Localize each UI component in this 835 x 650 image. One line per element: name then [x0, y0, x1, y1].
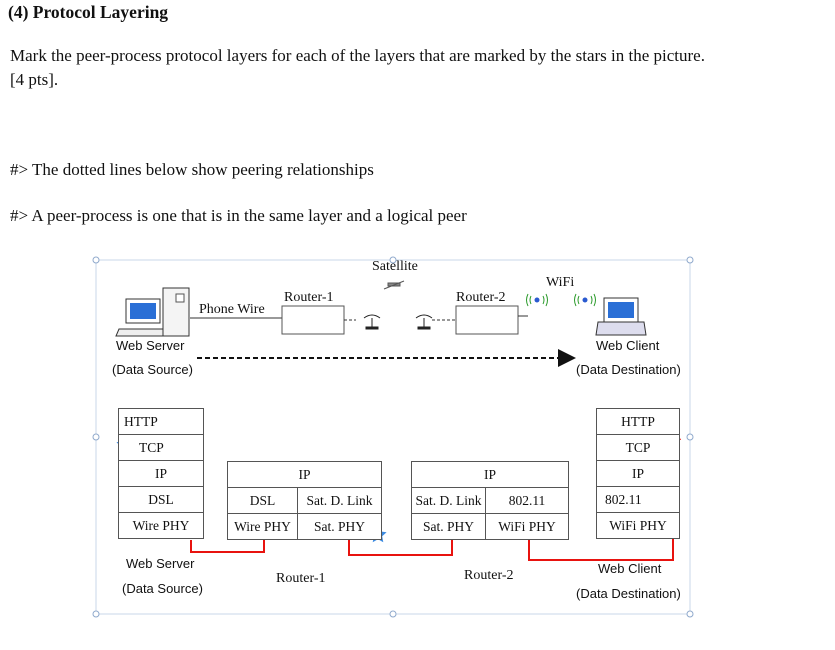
router1-bottom-label: Router-1 — [276, 571, 326, 586]
server-layer-tcp: TCP — [118, 434, 204, 461]
web-client-top-label: Web Client — [596, 338, 660, 353]
client-laptop-icon — [595, 297, 647, 336]
client-layer-80211: 802.11 — [596, 486, 680, 513]
satellite-icon — [383, 280, 405, 290]
web-server-top-label: Web Server — [116, 338, 185, 353]
router2-layer-ip: IP — [411, 461, 569, 488]
client-layer-ip: IP — [596, 460, 680, 487]
router1-layer-ip: IP — [227, 461, 382, 488]
server-layer-http: HTTP — [118, 408, 204, 435]
server-layer-ip: IP — [118, 460, 204, 487]
phone-wire-label: Phone Wire — [199, 302, 265, 317]
router2-bottom-label: Router-2 — [464, 568, 514, 583]
router1-top-label: Router-1 — [284, 290, 334, 305]
router2-layer-80211: 802.11 — [485, 487, 569, 514]
satellite-label: Satellite — [372, 259, 418, 274]
note-peering: #> The dotted lines below show peering r… — [10, 160, 374, 179]
frame-handles — [92, 256, 694, 618]
server-layer-wire-phy: Wire PHY — [118, 512, 204, 539]
router2-top-label: Router-2 — [456, 290, 506, 305]
server-layer-dsl: DSL — [118, 486, 204, 513]
client-layer-wifi-phy: WiFi PHY — [596, 512, 680, 539]
router1-box-top — [281, 305, 345, 335]
router1-layer-wire-phy: Wire PHY — [227, 513, 298, 540]
satellite-dish-icon-1 — [363, 314, 381, 330]
data-source-bottom-label: (Data Source) — [122, 581, 203, 596]
router2-layer-sat-dlink: Sat. D. Link — [411, 487, 486, 514]
question-prompt-line1: Mark the peer-process protocol layers fo… — [10, 46, 705, 65]
satellite-dish-icon-2 — [415, 314, 433, 330]
note-peer-process: #> A peer-process is one that is in the … — [10, 206, 467, 225]
client-layer-http: HTTP — [596, 408, 680, 435]
router1-layer-sat-phy: Sat. PHY — [297, 513, 382, 540]
client-layer-tcp: TCP — [596, 434, 680, 461]
web-server-bottom-label: Web Server — [126, 556, 195, 571]
router1-layer-dsl: DSL — [227, 487, 298, 514]
router2-layer-wifi-phy: WiFi PHY — [485, 513, 569, 540]
data-destination-top-label: (Data Destination) — [576, 362, 681, 377]
wifi-signal-icon-1 — [526, 293, 548, 307]
question-heading: (4) Protocol Layering — [8, 2, 169, 22]
router2-layer-sat-phy: Sat. PHY — [411, 513, 486, 540]
question-prompt-line2: [4 pts]. — [10, 70, 59, 89]
router1-layer-sat-dlink: Sat. D. Link — [297, 487, 382, 514]
server-computer-icon — [115, 287, 190, 337]
router2-box-top — [455, 305, 519, 335]
data-destination-bottom-label: (Data Destination) — [576, 586, 681, 601]
question-prompt: Mark the peer-process protocol layers fo… — [10, 44, 830, 92]
wifi-label: WiFi — [546, 275, 575, 290]
data-source-top-label: (Data Source) — [112, 362, 193, 377]
web-client-bottom-label: Web Client — [598, 561, 662, 576]
wifi-signal-icon-2 — [574, 293, 596, 307]
